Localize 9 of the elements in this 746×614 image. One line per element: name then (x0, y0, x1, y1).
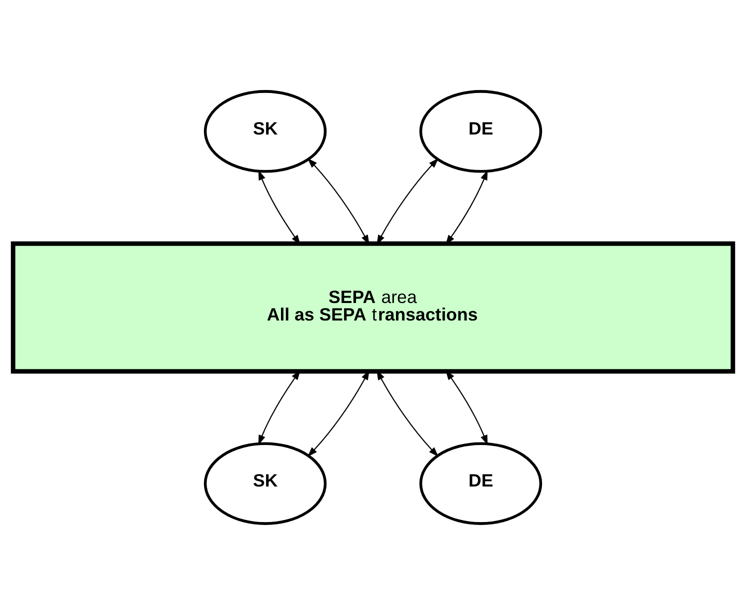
node-ellipse: DE (419, 90, 542, 172)
arrow (446, 170, 488, 244)
node-box: SEPA area All as SEPA transactions (10, 240, 736, 374)
arrow (376, 158, 439, 244)
arrow (258, 170, 300, 244)
arrow (307, 158, 370, 244)
node-ellipse: SK (204, 90, 327, 172)
node-ellipse: SK (204, 442, 327, 524)
node-ellipse: DE (419, 442, 542, 524)
